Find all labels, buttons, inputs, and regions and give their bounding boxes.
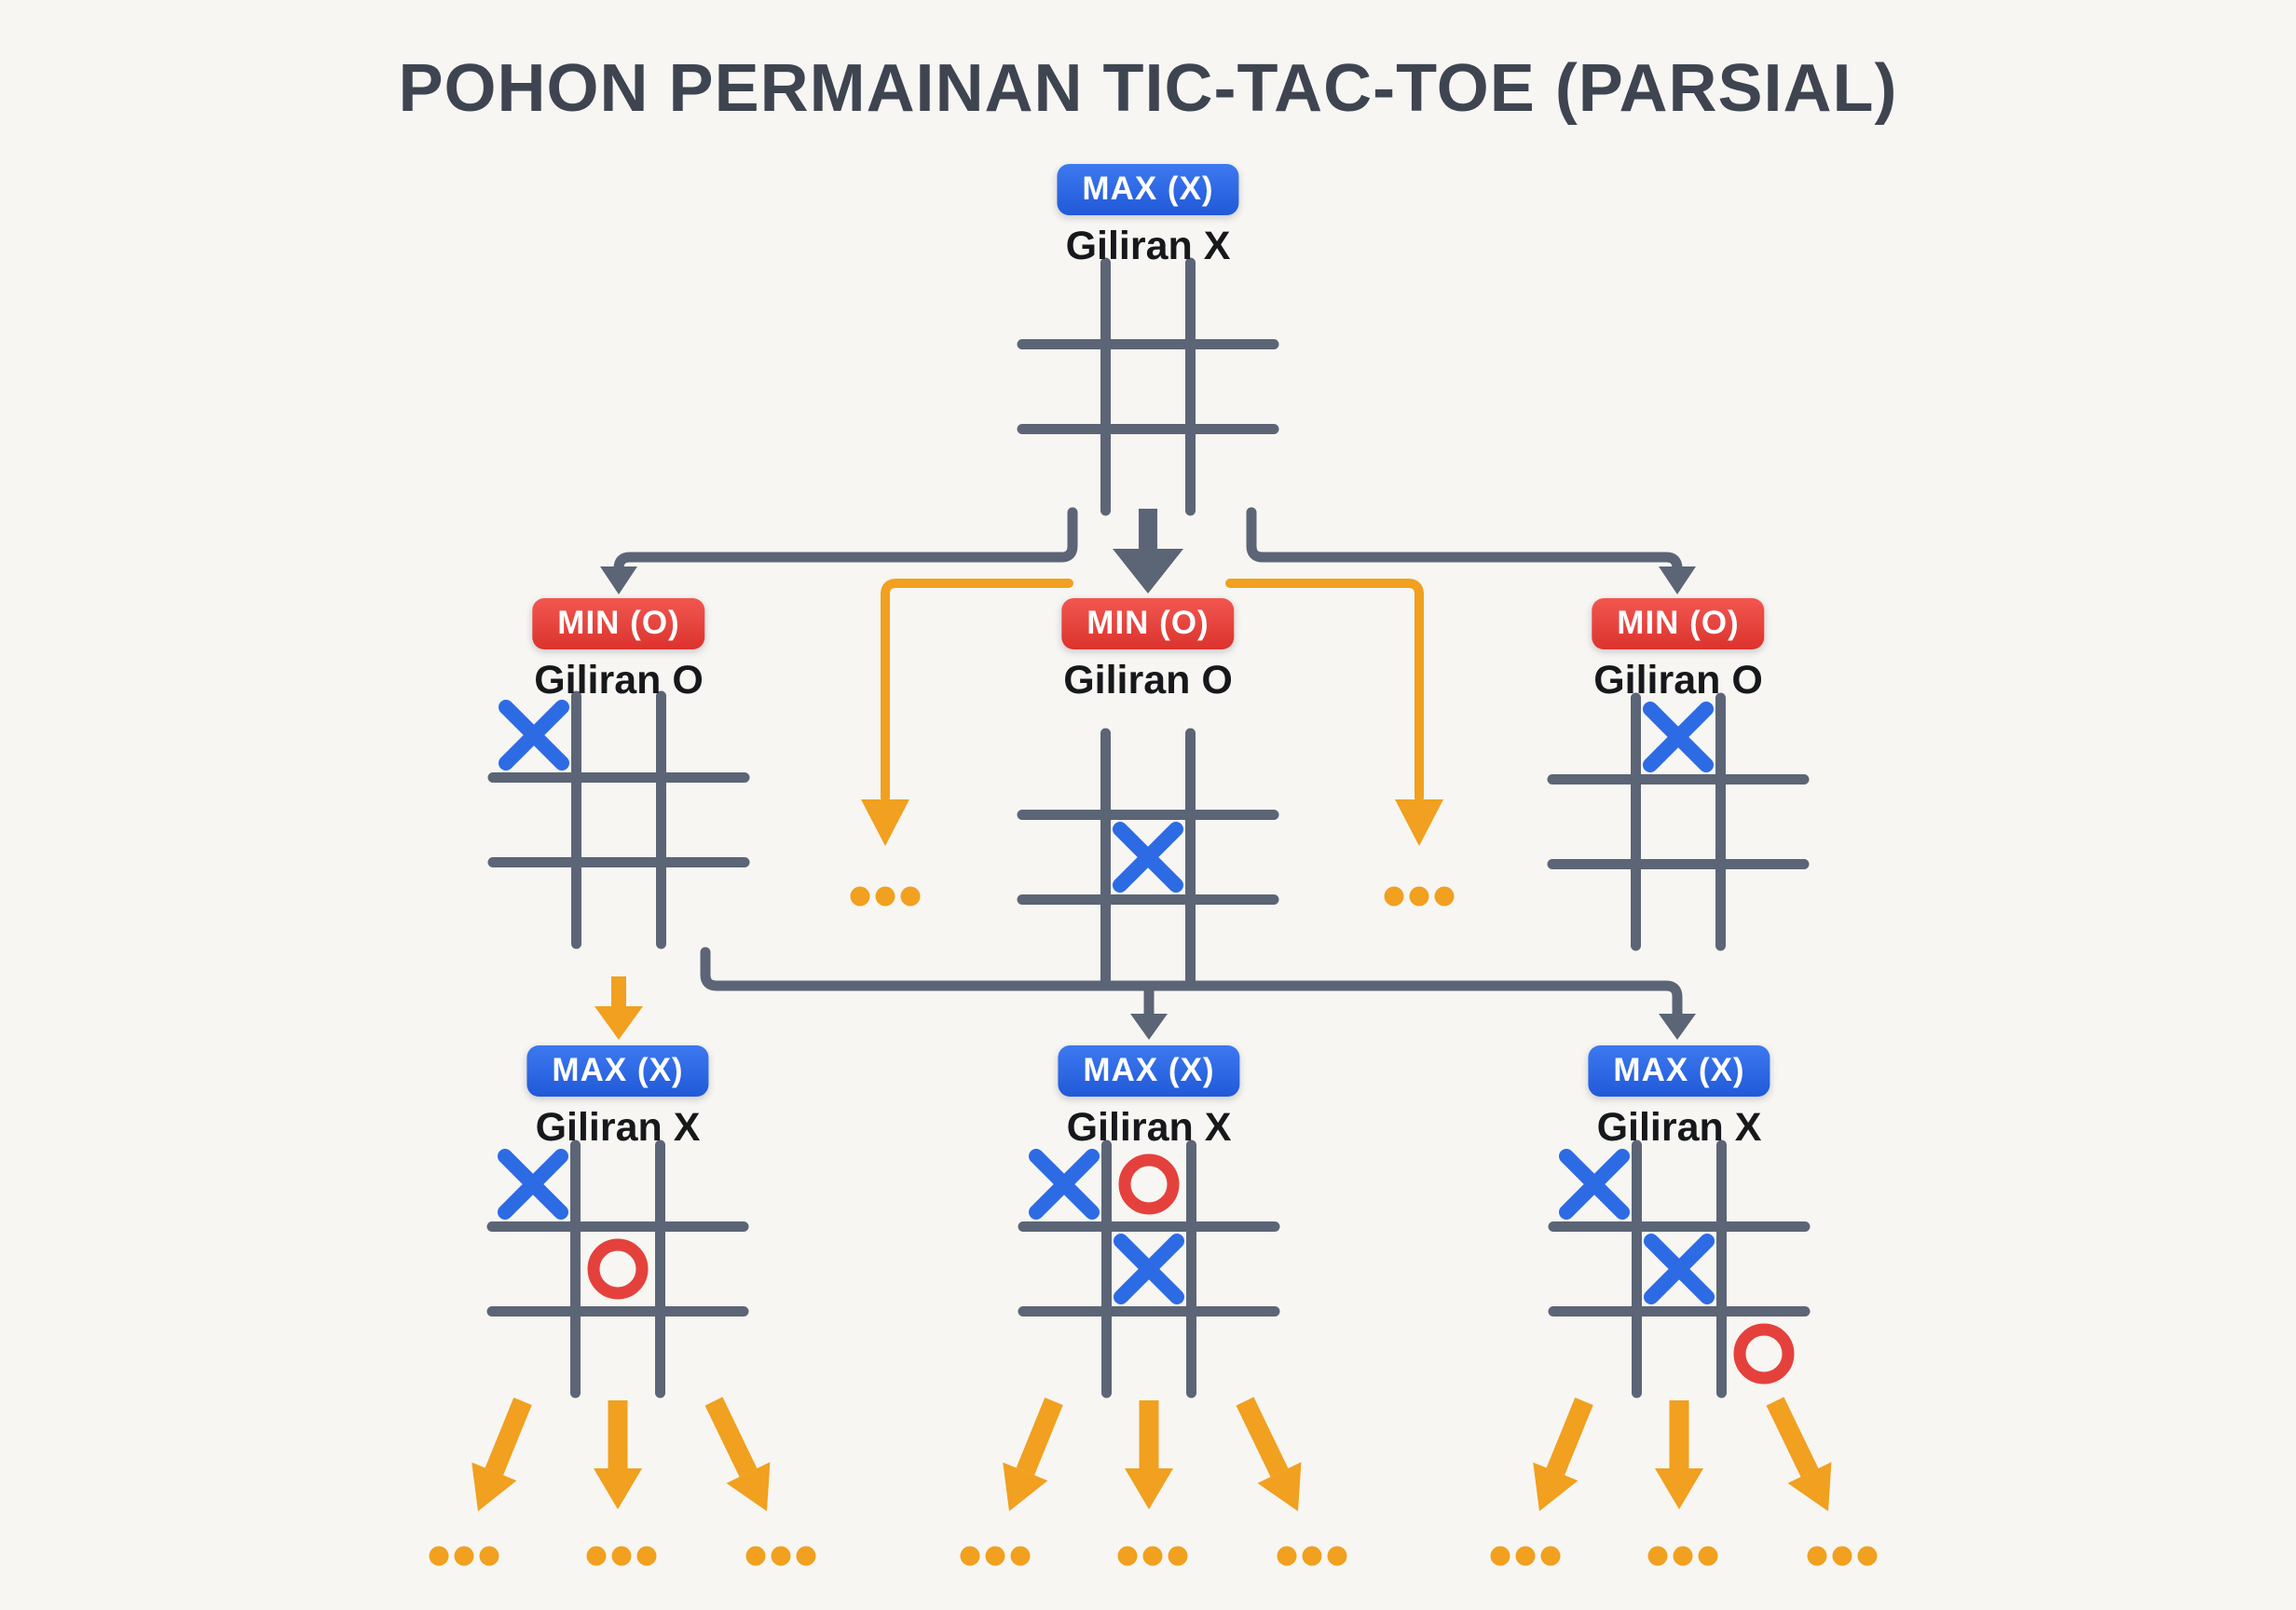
elbow-arrow-left (881, 579, 1073, 802)
fan-arrow-middle-head (1125, 1468, 1173, 1509)
node-max-middle: MAX (X) Giliran X (1058, 1045, 1240, 1151)
ellipsis-dot (1490, 1546, 1510, 1566)
ellipsis-dot (1832, 1546, 1852, 1566)
ellipsis-dot (1698, 1546, 1718, 1566)
ellipsis-dot (429, 1546, 449, 1566)
fan-arrow-right (704, 1397, 758, 1478)
turn-label: Giliran X (1066, 1104, 1232, 1150)
ellipsis-dot (586, 1546, 607, 1566)
arrowhead-down (861, 799, 909, 846)
ellipsis-dot (900, 886, 921, 907)
x-mark (1029, 1149, 1100, 1220)
ellipsis-dot (1647, 1546, 1668, 1566)
o-mark (587, 1238, 649, 1300)
max-badge: MAX (X) (1057, 164, 1239, 215)
turn-label: Giliran O (1593, 657, 1763, 703)
fan-arrow-left-head (472, 1462, 517, 1511)
fan-arrow-left-head (1003, 1462, 1048, 1511)
fan-arrow-right (1236, 1397, 1289, 1478)
o-mark (1733, 1323, 1795, 1385)
min-badge: MIN (O) (532, 598, 705, 649)
ellipsis-dot (1010, 1546, 1031, 1566)
x-mark (499, 700, 569, 771)
ellipsis-dot (745, 1546, 766, 1566)
ellipsis-dot (454, 1546, 474, 1566)
branch-to-min-left (613, 507, 1078, 578)
node-max-right: MAX (X) Giliran X (1588, 1045, 1770, 1151)
ellipsis-dot (796, 1546, 816, 1566)
node-min-left: MIN (O) Giliran O (532, 598, 705, 703)
fan-arrow-right-head (1787, 1462, 1832, 1511)
x-mark (1113, 822, 1183, 893)
ellipsis-dot (960, 1546, 980, 1566)
ellipsis-dot (1142, 1546, 1163, 1566)
min-badge: MIN (O) (1061, 598, 1235, 649)
node-min-middle: MIN (O) Giliran O (1061, 598, 1235, 703)
node-root: MAX (X) Giliran X (1057, 164, 1239, 269)
ellipsis-dot (1168, 1546, 1188, 1566)
ellipsis-dot (1302, 1546, 1322, 1566)
x-mark (1559, 1149, 1630, 1220)
root-center-arrow (1113, 509, 1183, 594)
ellipsis-dot (1515, 1546, 1536, 1566)
ellipsis-dot (636, 1546, 657, 1566)
max-badge: MAX (X) (1058, 1045, 1240, 1097)
arrowhead-down (1659, 566, 1696, 594)
turn-label: Giliran X (1065, 223, 1231, 268)
ellipsis-dot (1384, 886, 1404, 907)
turn-label: Giliran O (1063, 657, 1233, 703)
turn-label: Giliran X (535, 1104, 701, 1150)
ellipsis-dot (1673, 1546, 1693, 1566)
ellipsis-dot (771, 1546, 791, 1566)
min-to-max-arrow (594, 976, 643, 1040)
elbow-arrow-right (1225, 579, 1424, 802)
ellipsis-dot (1434, 886, 1455, 907)
max-badge: MAX (X) (1588, 1045, 1770, 1097)
turn-label: Giliran O (534, 657, 704, 703)
x-mark (1644, 1234, 1715, 1304)
node-max-left: MAX (X) Giliran X (526, 1045, 709, 1151)
ellipsis-dot (1540, 1546, 1561, 1566)
arrowhead-down (1130, 1014, 1168, 1040)
branch-to-min-right (1246, 507, 1683, 578)
ellipsis-dot (1117, 1546, 1138, 1566)
fan-arrow-left-head (1533, 1462, 1578, 1511)
arrowhead-down (600, 566, 637, 594)
fan-arrow-left (485, 1398, 532, 1476)
fan-arrow-left (1546, 1398, 1593, 1476)
fan-arrow-left (1016, 1398, 1063, 1476)
ellipsis-dot (1277, 1546, 1297, 1566)
x-mark (1643, 702, 1714, 772)
x-mark (498, 1149, 568, 1220)
ellipsis-dot (1807, 1546, 1827, 1566)
x-mark (1114, 1234, 1184, 1304)
fan-arrow-right-head (1257, 1462, 1302, 1511)
fan-arrow-middle-head (594, 1468, 642, 1509)
ellipsis-dot (1857, 1546, 1878, 1566)
turn-label: Giliran X (1596, 1104, 1762, 1150)
ellipsis-dot (875, 886, 895, 907)
max-badge: MAX (X) (526, 1045, 709, 1097)
ellipsis-dot (1327, 1546, 1347, 1566)
fan-arrow-right-head (726, 1462, 771, 1511)
fan-arrow-middle-head (1655, 1468, 1703, 1509)
node-min-right: MIN (O) Giliran O (1592, 598, 1765, 703)
page-title: POHON PERMAINAN TIC-TAC-TOE (PARSIAL) (398, 51, 1898, 126)
ellipsis-dot (1409, 886, 1429, 907)
ellipsis-dot (985, 1546, 1005, 1566)
arrowhead-down (1659, 1014, 1696, 1040)
ellipsis-dot (479, 1546, 499, 1566)
o-mark (1118, 1153, 1180, 1215)
arrowhead-down (1395, 799, 1443, 846)
fan-arrow-right (1766, 1397, 1819, 1478)
ellipsis-dot (611, 1546, 632, 1566)
min-badge: MIN (O) (1592, 598, 1765, 649)
ellipsis-dot (850, 886, 870, 907)
